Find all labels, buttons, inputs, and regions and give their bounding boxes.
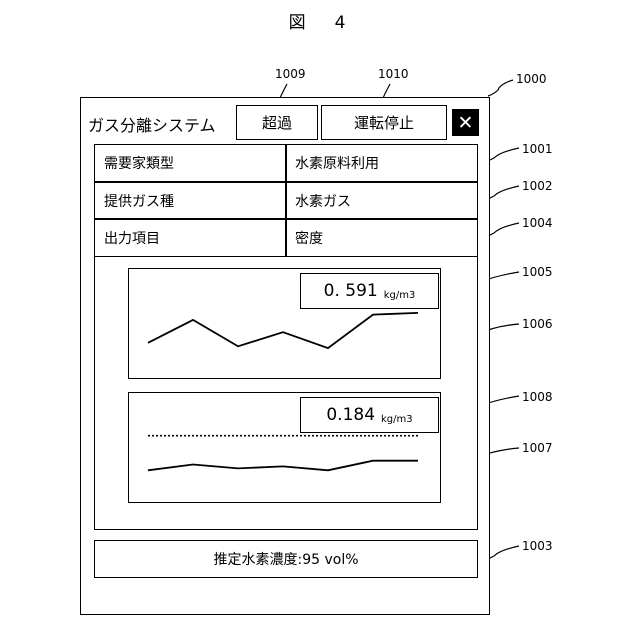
readout-value-2: 0.184 (326, 405, 375, 425)
readout-unit-2: kg/m3 (381, 414, 413, 425)
readout-box-2: 0.184 kg/m3 (300, 397, 439, 433)
estimated-hydrogen-concentration: 推定水素濃度:95 vol% (213, 549, 358, 569)
density-series-line (148, 461, 418, 471)
status-bar: 推定水素濃度:95 vol% (94, 540, 478, 578)
